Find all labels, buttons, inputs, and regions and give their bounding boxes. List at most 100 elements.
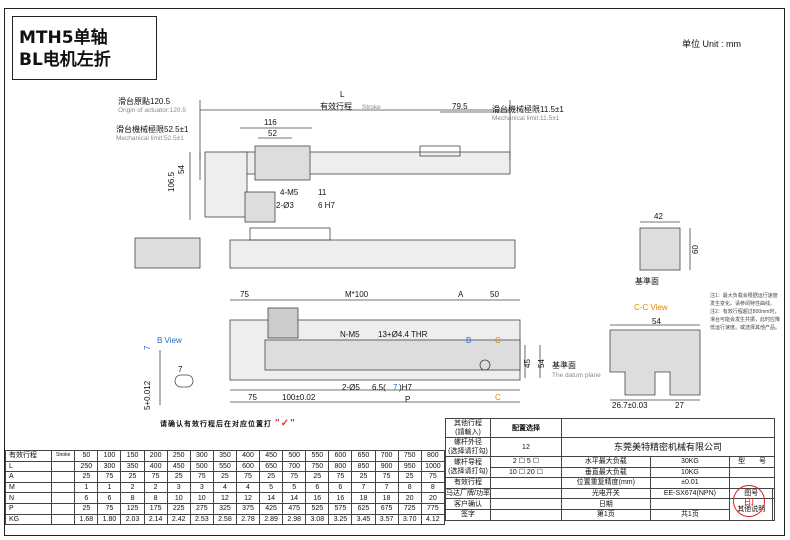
spec-cell[interactable]: 100	[97, 450, 122, 462]
dim-116: 116	[264, 118, 277, 127]
spec-cell: 25	[397, 471, 422, 483]
spec-cell: 750	[305, 460, 330, 473]
screw-od-hint: (选择请打勾)	[448, 448, 488, 455]
spec-cell: 475	[282, 502, 307, 515]
spec-cell: 675	[374, 502, 399, 515]
date-label: 日期	[560, 498, 651, 510]
spec-cell: 350	[120, 460, 145, 473]
spec-cell: 175	[143, 502, 168, 515]
spec-cell: 4	[212, 481, 237, 494]
dim-79: 79.5	[452, 102, 468, 111]
spec-cell[interactable]: 450	[259, 450, 284, 462]
spec-cell: 75	[282, 471, 307, 483]
spec-cell: 575	[328, 502, 353, 515]
spec-cell: 3.70	[397, 513, 422, 526]
spec-cell[interactable]: 400	[235, 450, 261, 462]
spec-row-header: L	[4, 460, 53, 473]
spec-cell: 75	[374, 471, 399, 483]
b-view-label: B View	[157, 336, 182, 345]
spec-cell: 75	[189, 471, 214, 483]
spec-cell: 20	[420, 492, 446, 504]
spec-cell: 425	[259, 502, 284, 515]
spec-row-sub	[51, 471, 76, 483]
spec-cell: 75	[328, 471, 353, 483]
dim-42: 42	[654, 212, 663, 221]
spec-cell: 8	[420, 481, 446, 494]
spec-cell[interactable]: 550	[305, 450, 330, 462]
lead-2: 2	[512, 458, 517, 466]
rep-val: ±0.01	[649, 477, 731, 489]
spec-cell: 700	[282, 460, 307, 473]
lead-row1[interactable]: 2 ☐ 5 ☐	[489, 456, 562, 468]
other-stroke-cell: 其他行程(請輸入)	[445, 418, 491, 438]
spec-cell[interactable]: 350	[212, 450, 237, 462]
spec-cell: 2.98	[282, 513, 307, 526]
spec-row-sub: Stroke	[51, 450, 76, 462]
spec-cell[interactable]: 200	[143, 450, 168, 462]
spec-cell[interactable]: 750	[397, 450, 422, 462]
screw-lead-hint: (选择请打勾)	[448, 468, 488, 476]
vmax-label: 垂直最大负载	[560, 466, 651, 479]
drawing-frame	[4, 8, 785, 536]
spec-cell: 625	[351, 502, 376, 515]
spec-cell[interactable]: 300	[189, 450, 214, 462]
spec-row-header: A	[4, 471, 53, 483]
lead-row2[interactable]: 10 ☐ 20 ☐	[489, 466, 562, 479]
spec-cell: 14	[282, 492, 307, 504]
spec-cell: 850	[351, 460, 376, 473]
customer-val[interactable]	[489, 498, 562, 510]
spec-cell[interactable]: 50	[74, 450, 99, 462]
dim-L: L	[340, 90, 345, 99]
spec-cell: 25	[74, 502, 99, 515]
spec-cell: 1.80	[97, 513, 122, 526]
spec-cell[interactable]: 700	[374, 450, 399, 462]
spec-cell: 275	[189, 502, 214, 515]
dim-o3b: 6 H7	[318, 201, 335, 210]
spec-cell: 12	[212, 492, 237, 504]
motor-val[interactable]	[489, 487, 562, 500]
sign-val[interactable]	[489, 508, 562, 521]
b-marker: B	[466, 336, 471, 345]
spec-cell[interactable]: 250	[166, 450, 191, 462]
spec-cell: 5	[282, 481, 307, 494]
spec-cell[interactable]: 600	[328, 450, 353, 462]
sign-label: 签字	[445, 508, 491, 521]
dim-o5c: 7	[393, 383, 398, 392]
dim-mech-left-en: Mechanical limit:52.5±1	[116, 135, 184, 142]
c-marker-top: C	[495, 336, 501, 345]
spec-cell: 25	[120, 471, 145, 483]
spec-cell: 6	[328, 481, 353, 494]
spec-cell: 300	[97, 460, 122, 473]
stroke-cfg-val[interactable]	[489, 477, 562, 489]
spec-cell: 3.08	[305, 513, 330, 526]
dim-mech-right-en: Mechanical limit:11.5±1	[492, 115, 560, 122]
spec-cell: 75	[97, 471, 122, 483]
unit-label: 单位 Unit : mm	[682, 39, 742, 49]
dim-m5: 4-M5	[280, 188, 299, 197]
spec-cell[interactable]: 500	[282, 450, 307, 462]
dim-thr2: 13+Ø4.4 THR	[378, 330, 428, 339]
stroke-cfg-label: 有效行程	[445, 477, 491, 489]
dim-106: 106.5	[167, 171, 176, 192]
spec-cell: 1.68	[74, 513, 99, 526]
dim-100: 100±0.02	[282, 393, 316, 402]
spec-cell[interactable]: 650	[351, 450, 376, 462]
spec-cell: 600	[235, 460, 261, 473]
spec-cell: 525	[305, 502, 330, 515]
spec-cell: 3.25	[328, 513, 353, 526]
spec-cell[interactable]: 800	[420, 450, 446, 462]
spec-row-header: M	[4, 481, 53, 494]
dim-stroke: 有效行程	[320, 101, 352, 111]
dim-o3: 2-Ø3	[276, 201, 294, 210]
company-spacer	[560, 418, 776, 438]
spec-cell[interactable]: 150	[120, 450, 145, 462]
spec-cell: 3	[189, 481, 214, 494]
lead-10: 10	[508, 468, 517, 476]
screw-od-val[interactable]: 12	[489, 437, 562, 457]
customer-label: 客户确认	[445, 498, 491, 510]
spec-cell: 800	[328, 460, 353, 473]
